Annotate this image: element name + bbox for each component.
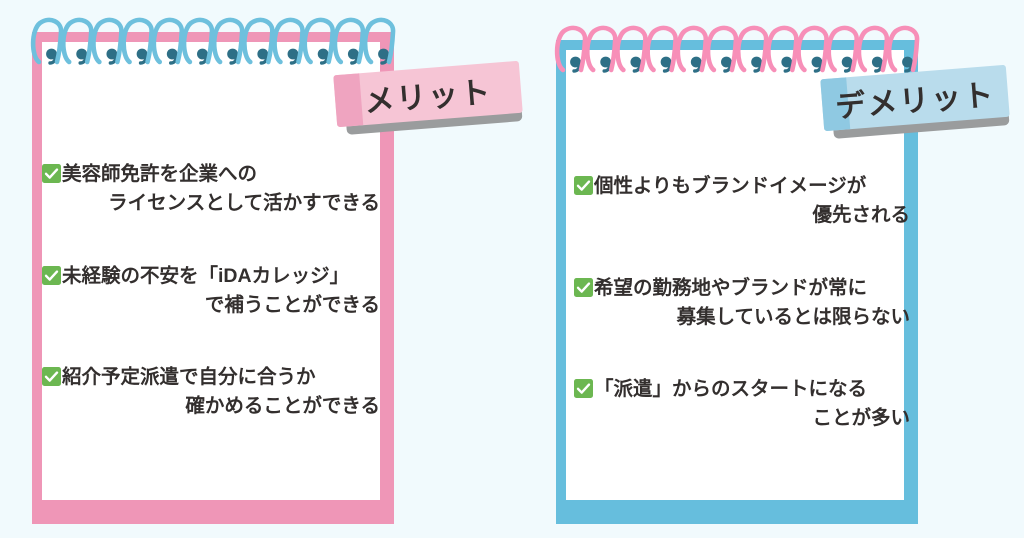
item-text-line1: 希望の勤務地やブランドが常に xyxy=(594,276,868,299)
check-icon xyxy=(574,379,593,399)
list-item: 紹介予定派遣で自分に合うか 確かめることができる xyxy=(42,363,384,421)
check-icon xyxy=(574,277,593,297)
merit-notepad xyxy=(30,17,396,524)
demerit-tape-label: デメリット xyxy=(820,64,1010,139)
item-text-line1: 紹介予定派遣で自分に合うか xyxy=(62,366,316,389)
item-text-line2: ことが多い xyxy=(812,407,910,430)
item-text-line1: 美容師免許を企業への xyxy=(62,163,258,185)
check-icon xyxy=(42,265,61,285)
check-icon xyxy=(42,164,61,183)
check-icon xyxy=(574,176,593,195)
list-item: 希望の勤務地やブランドが常に 募集しているとは限らない xyxy=(574,274,914,332)
item-text-line2: で補うことができる xyxy=(204,293,380,316)
item-line: 希望の勤務地やブランドが常に xyxy=(574,274,914,303)
merit-tape-label: メリット xyxy=(333,60,523,135)
check-icon xyxy=(42,367,61,387)
list-item: 美容師免許を企業への ライセンスとして活かすできる xyxy=(42,160,384,218)
item-text-line2: ライセンスとして活かすできる xyxy=(108,191,380,214)
merit-notepad-page xyxy=(42,42,380,500)
item-text-line1: 個性よりもブランドイメージが xyxy=(594,175,867,197)
item-text-line2: 確かめることができる xyxy=(185,395,380,418)
list-item: 「派遣」からのスタートになる ことが多い xyxy=(574,375,914,433)
list-item: 未経験の不安を「iDAカレッジ」 で補うことができる xyxy=(42,262,384,320)
item-line: 個性よりもブランドイメージが xyxy=(574,172,914,201)
list-item: 個性よりもブランドイメージが 優先される xyxy=(574,172,914,230)
item-text-line2: 募集しているとは限らない xyxy=(676,305,910,328)
merit-item-list: 美容師免許を企業への ライセンスとして活かすできる 未経験の不安を「iDAカレッ… xyxy=(42,160,384,421)
item-line: 「派遣」からのスタートになる xyxy=(574,375,914,404)
item-text-line1: 未経験の不安を「iDAカレッジ」 xyxy=(62,264,350,287)
item-line: 美容師免許を企業への xyxy=(42,160,384,189)
item-line: 紹介予定派遣で自分に合うか xyxy=(42,363,384,392)
item-text-line1: 「派遣」からのスタートになる xyxy=(594,378,868,401)
item-text-line2: 優先される xyxy=(812,203,910,226)
demerit-item-list: 個性よりもブランドイメージが 優先される 希望の勤務地やブランドが常に 募集して… xyxy=(574,172,914,433)
item-line: 未経験の不安を「iDAカレッジ」 xyxy=(42,262,384,291)
